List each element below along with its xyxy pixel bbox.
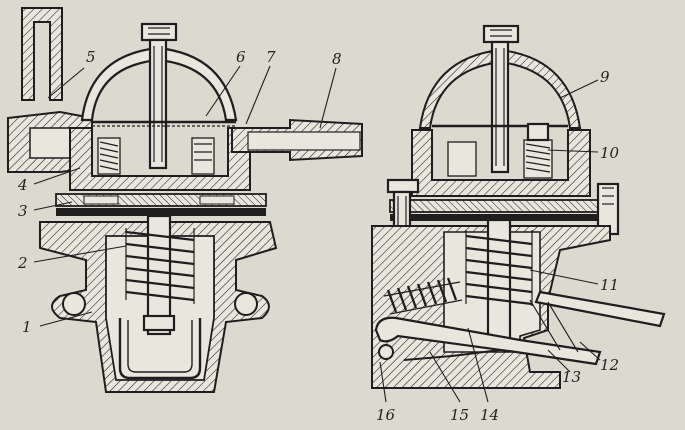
callout-14: 14 (480, 406, 499, 424)
callout-10: 10 (600, 144, 620, 162)
inlet-valve-spring (97, 137, 121, 175)
right-valve-spring (523, 122, 553, 179)
left-lever-link (118, 318, 202, 380)
callouts: 1 2 3 4 5 6 7 8 9 10 11 12 13 14 15 16 (17, 48, 620, 424)
callout-7: 7 (266, 48, 276, 66)
priming-lever (534, 290, 666, 328)
left-mount-hole-left (62, 292, 86, 316)
right-side-screw-right (596, 182, 620, 236)
drive-lever (374, 316, 602, 366)
callout-1: 1 (22, 318, 32, 336)
left-pump (7, 7, 363, 393)
lever-pivot-pin (378, 344, 394, 360)
right-upper-body (411, 129, 591, 197)
right-diaphragm-spring (465, 230, 533, 306)
callout-6: 6 (236, 48, 246, 66)
lever-link-15 (403, 349, 501, 361)
left-dome-cover (80, 46, 238, 122)
callout-11: 11 (600, 276, 619, 294)
callout-16: 16 (376, 406, 396, 424)
left-pushrod (146, 214, 172, 336)
right-dome-cover (418, 48, 582, 129)
callout-15: 15 (450, 406, 469, 424)
left-diaphragm (55, 193, 267, 216)
callout-5: 5 (86, 48, 96, 66)
right-cover-screw-head (482, 24, 520, 44)
callout-4: 4 (17, 176, 28, 194)
inlet-pipe (21, 7, 63, 101)
callout-13: 13 (562, 368, 581, 386)
callout-12: 12 (600, 356, 619, 374)
callout-2: 2 (17, 254, 28, 272)
callout-9: 9 (600, 68, 610, 86)
callout-3: 3 (18, 202, 28, 220)
callout-8: 8 (332, 50, 342, 68)
lever-return-spring (383, 277, 463, 315)
right-pump (371, 24, 666, 389)
left-mount-hole-right (234, 292, 258, 316)
right-diaphragm (389, 199, 609, 221)
leader-lines (33, 65, 601, 403)
outlet-valve (191, 137, 215, 175)
left-diaphragm-spring (125, 228, 195, 304)
left-cover-screw-head (140, 22, 178, 42)
